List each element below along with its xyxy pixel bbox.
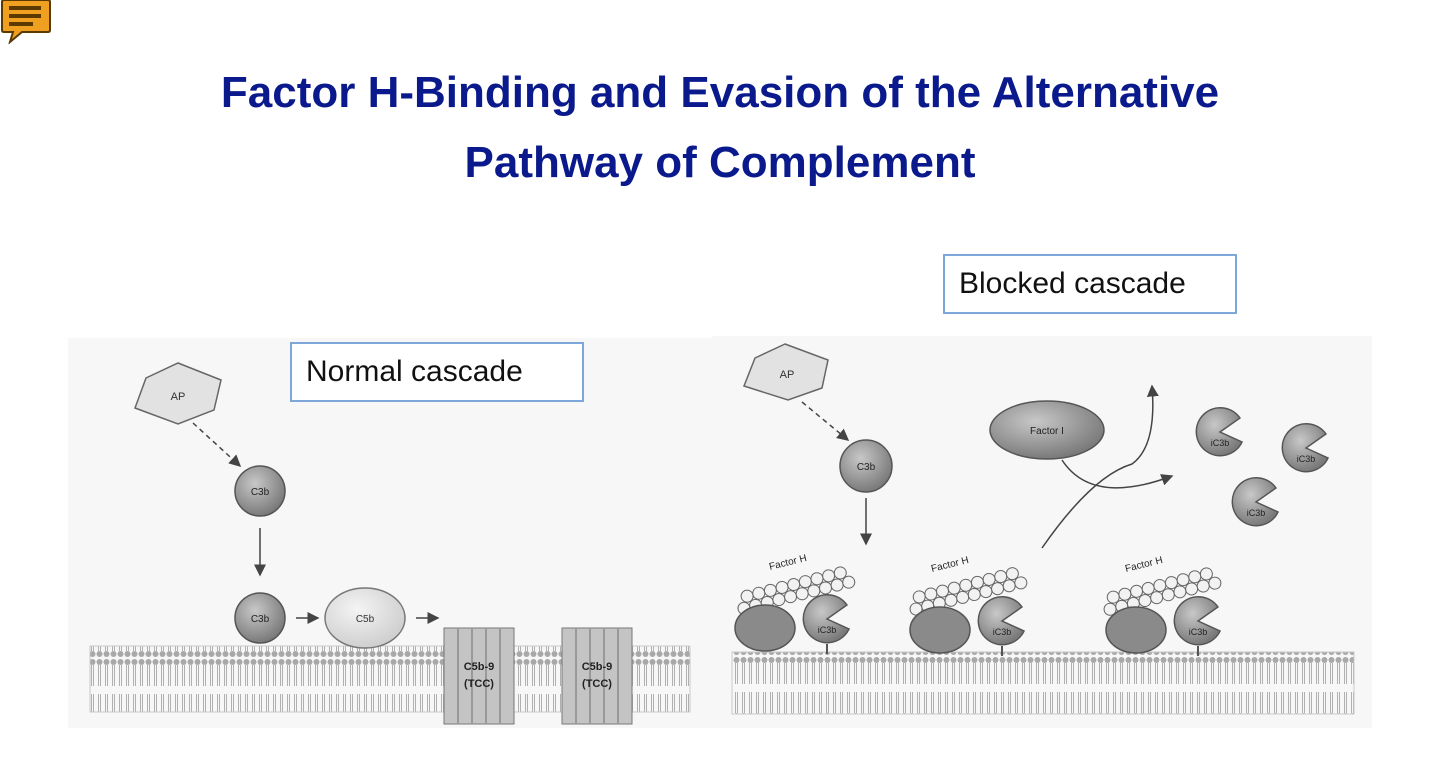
svg-text:iC3b: iC3b — [1211, 438, 1230, 448]
factor-i-node: Factor I — [989, 400, 1105, 460]
ap-pentagon: AP — [134, 362, 222, 425]
normal-cascade-diagram: AP C3b C3b C5b C5b-9 (TCC) C5b-9 (TCC) — [68, 338, 718, 728]
normal-cascade-label: Normal cascade — [290, 342, 584, 402]
title-line-1: Factor H-Binding and Evasion of the Alte… — [220, 68, 1220, 117]
blocked-cascade-label: Blocked cascade — [943, 254, 1237, 314]
svg-text:C3b: C3b — [857, 462, 876, 473]
c3b-node: C3b — [839, 439, 893, 493]
membrane — [732, 652, 1354, 714]
svg-text:iC3b: iC3b — [818, 625, 837, 635]
svg-text:(TCC): (TCC) — [582, 678, 612, 690]
title-line-2: Pathway of Complement — [464, 138, 976, 187]
svg-text:(TCC): (TCC) — [464, 678, 494, 690]
slide-title: Factor H-Binding and Evasion of the Alte… — [0, 58, 1440, 198]
svg-text:iC3b: iC3b — [1247, 508, 1266, 518]
svg-text:C3b: C3b — [251, 487, 270, 498]
svg-text:C5b-9: C5b-9 — [464, 661, 495, 673]
svg-text:C5b-9: C5b-9 — [582, 661, 613, 673]
svg-text:iC3b: iC3b — [1297, 454, 1316, 464]
svg-text:iC3b: iC3b — [1189, 627, 1208, 637]
svg-text:AP: AP — [780, 369, 795, 381]
c5b-node: C5b — [324, 587, 406, 649]
comment-icon[interactable] — [0, 0, 52, 44]
tcc-pore-2: C5b-9 (TCC) — [561, 627, 633, 725]
ic3b-free-2: iC3b — [1281, 422, 1329, 473]
svg-text:C5b: C5b — [356, 614, 375, 625]
tcc-pore-1: C5b-9 (TCC) — [443, 627, 515, 725]
factor-h-complex-3: Factor H iC3b — [1102, 555, 1223, 656]
ap-pentagon: AP — [743, 343, 829, 401]
svg-text:C3b: C3b — [251, 614, 270, 625]
ic3b-free-1: iC3b — [1195, 406, 1243, 457]
svg-text:AP: AP — [171, 391, 186, 403]
c3b-bound-node: C3b — [234, 592, 286, 644]
ic3b-free-3: iC3b — [1231, 476, 1279, 527]
svg-text:iC3b: iC3b — [993, 627, 1012, 637]
svg-text:Factor I: Factor I — [1030, 426, 1064, 437]
c3b-node: C3b — [234, 465, 286, 517]
blocked-cascade-diagram: AP C3b Factor I iC3b iC3b iC3b — [712, 336, 1372, 728]
